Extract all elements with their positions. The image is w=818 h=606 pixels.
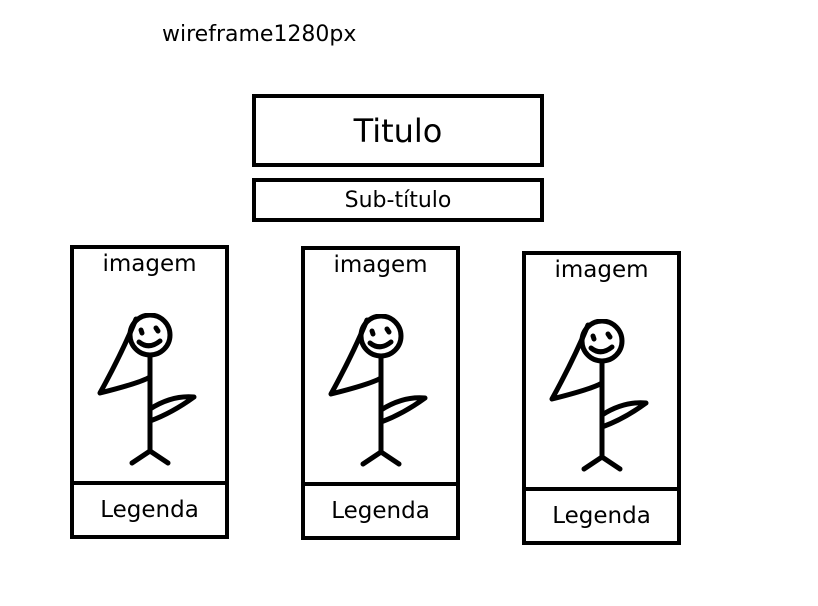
card-caption: Legenda [100, 497, 199, 523]
card-caption: Legenda [552, 503, 651, 529]
subtitle-box: Sub-título [252, 178, 544, 222]
stick-figure-icon [328, 314, 428, 467]
card-image-label: imagem [333, 252, 428, 278]
title-box: Titulo [252, 94, 544, 167]
stick-figure-icon [97, 313, 197, 466]
card-caption: Legenda [331, 498, 430, 524]
stick-figure-icon [549, 319, 649, 472]
wireframe-label: wireframe1280px [162, 22, 357, 47]
subtitle-text: Sub-título [344, 187, 452, 213]
card-3: imagem Legenda [522, 251, 681, 545]
card-image-label: imagem [102, 251, 197, 277]
title-text: Titulo [353, 111, 443, 150]
card-1: imagem Legenda [70, 245, 229, 539]
card-image-label: imagem [554, 257, 649, 283]
card-image-area: imagem [74, 249, 225, 485]
card-2: imagem Legenda [301, 246, 460, 540]
card-image-area: imagem [526, 255, 677, 491]
card-image-area: imagem [305, 250, 456, 486]
